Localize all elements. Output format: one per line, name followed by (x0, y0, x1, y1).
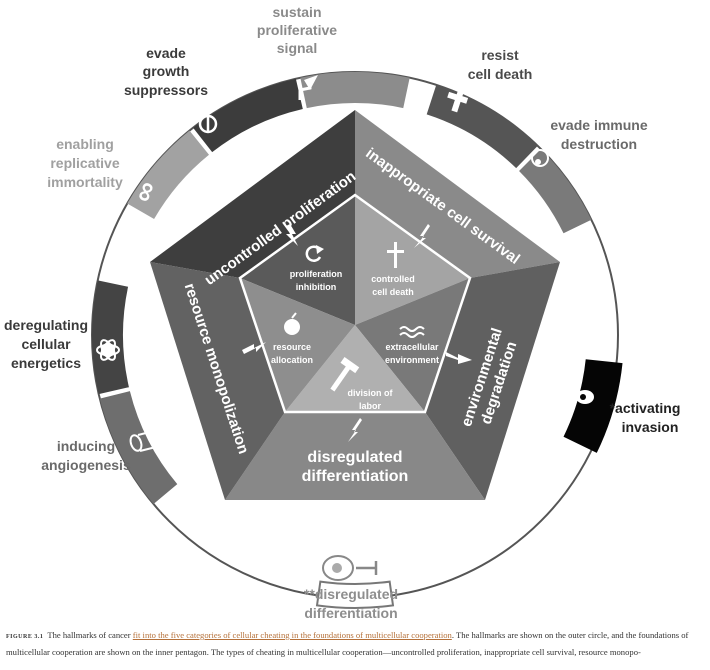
label-extracellular: extracellular (385, 342, 439, 352)
hallmark-line: proliferative (257, 22, 337, 38)
caption-link[interactable]: fit into the five categories of cellular… (132, 630, 452, 640)
foundation-proliferation-inhibition (240, 195, 355, 325)
hallmark-line: immortality (47, 174, 123, 190)
hallmark-line: enabling (56, 136, 114, 152)
hallmark-sustain-proliferative-signal: sustain proliferative signal (257, 4, 337, 56)
hammer-icon (330, 357, 360, 392)
atom-icon (96, 339, 120, 361)
immune-cell-icon (531, 149, 549, 167)
inner-pentagon-outline (238, 193, 472, 414)
hallmark-line: *activating (610, 400, 681, 416)
hallmark-line: differentiation (304, 605, 397, 621)
lightning-bolts (242, 224, 472, 442)
hallmark-line: energetics (11, 355, 81, 371)
segment-disregulated-differentiation (225, 412, 485, 500)
label-labor: labor (359, 401, 382, 411)
waves-icon (399, 326, 425, 338)
segment-resource-monopolization (150, 262, 285, 500)
label-environment: environment (385, 355, 439, 365)
lightning-icon (286, 224, 298, 246)
label-cell-death: cell death (372, 287, 414, 297)
label-disregulated-line2: differentiation (302, 468, 409, 485)
hallmark-band-angiogenesis (99, 391, 178, 505)
hallmark-band-differentiation (315, 580, 395, 609)
cell-inhibit-icon (322, 555, 378, 581)
hallmark-line: evade immune (550, 117, 647, 133)
hallmark-disregulated-differentiation: **disregulated differentiation (304, 586, 398, 621)
label-division-of: division of (348, 388, 394, 398)
foundation-resource-allocation (240, 278, 355, 412)
label-controlled: controlled (371, 274, 415, 284)
label-allocation: allocation (271, 355, 313, 365)
hallmark-line: destruction (561, 136, 637, 152)
hallmark-band-cell-death (426, 84, 538, 169)
foundation-controlled-cell-death (355, 195, 470, 325)
lightning-icon (242, 342, 266, 354)
hallmark-band-energetics (92, 280, 129, 395)
hallmark-line: deregulating (4, 317, 88, 333)
hallmark-line: invasion (622, 419, 679, 435)
hallmark-line: growth (143, 63, 190, 79)
caption-text-after: . The hallmarks are shown on the outer c… (6, 630, 689, 657)
lightning-icon (446, 352, 472, 364)
hallmark-line: suppressors (124, 82, 208, 98)
cross-icon-outer (447, 87, 469, 113)
hallmark-band-evade-growth (193, 78, 303, 153)
outer-pentagon (150, 110, 560, 500)
label-inhibition: inhibition (296, 282, 337, 292)
hallmark-deregulating-cellular-energetics: deregulating cellular energetics (4, 317, 88, 371)
hallmark-line: cellular (21, 336, 71, 352)
label-disregulated-line1: disregulated (307, 449, 402, 466)
invading-cell-icon (576, 390, 594, 404)
hallmark-line: angiogenesis (41, 457, 131, 473)
hallmarks-diagram: uncontrolled proliferation inappropriate… (4, 4, 680, 621)
hallmark-line: evade (146, 45, 186, 61)
label-resource: resource (273, 342, 311, 352)
cross-icon-inner (387, 242, 404, 268)
hallmark-band-replicative (127, 130, 209, 219)
segment-inappropriate-cell-survival (355, 110, 560, 278)
hallmark-evade-growth-suppressors: evade growth suppressors (124, 45, 208, 98)
arrow-turn-icon (298, 75, 318, 100)
no-entry-icon (198, 114, 218, 134)
foundation-extracellular-environment (355, 278, 470, 412)
lightning-icon (414, 224, 430, 248)
hallmark-evade-immune-destruction: evade immune destruction (550, 117, 647, 152)
caption-text-before: The hallmarks of cancer (47, 630, 133, 640)
hallmark-line: **disregulated (304, 586, 398, 602)
hallmark-line: sustain (272, 4, 321, 20)
apple-icon (284, 312, 300, 335)
hallmark-resist-cell-death: resist cell death (468, 47, 533, 82)
hallmark-labels: sustain proliferative signal evade growt… (4, 4, 680, 621)
inner-pentagon (238, 193, 472, 414)
vessel-icon (129, 429, 161, 452)
hallmark-line: replicative (50, 155, 119, 171)
hallmark-line: inducing (57, 438, 115, 454)
hallmark-band-immune (519, 149, 592, 234)
hallmark-band-invasion (563, 359, 623, 453)
hallmark-enabling-replicative-immortality: enabling replicative immortality (47, 136, 123, 190)
hallmark-inducing-angiogenesis: inducing angiogenesis (41, 438, 131, 473)
hallmark-activating-invasion: *activating invasion (610, 400, 681, 435)
hallmark-band-sustain (300, 72, 410, 109)
figure-number: FIGURE 3.1 (6, 634, 44, 640)
label-proliferation: proliferation (290, 269, 343, 279)
hallmark-line: cell death (468, 66, 533, 82)
lightning-icon (348, 418, 362, 442)
hallmark-line: resist (481, 47, 519, 63)
segment-uncontrolled-proliferation (150, 110, 355, 278)
cycle-arrow-icon (305, 245, 324, 262)
segment-environmental-degradation (425, 262, 560, 500)
hallmark-line: signal (277, 40, 317, 56)
